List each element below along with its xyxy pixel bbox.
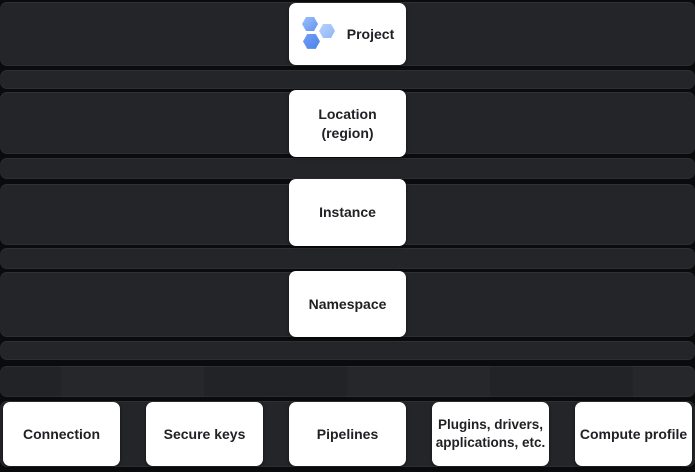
band-connector-project-location	[0, 70, 695, 89]
node-label: Pipelines	[316, 425, 379, 442]
node-namespace: Namespace	[289, 271, 406, 337]
node-label-line: applications, etc.	[435, 435, 546, 450]
node-label: Connection	[23, 425, 100, 442]
node-label: Plugins, drivers, applications, etc.	[436, 416, 546, 452]
node-label-line: Plugins, drivers,	[437, 417, 544, 432]
node-project: Project	[289, 3, 406, 65]
band-connector-namespace-children	[0, 341, 695, 360]
node-secure-keys: Secure keys	[146, 402, 263, 466]
node-location: Location (region)	[289, 90, 406, 157]
band-children-connector	[0, 366, 695, 397]
node-pipelines: Pipelines	[289, 402, 406, 466]
band-connector-instance-namespace	[0, 248, 695, 269]
node-compute-profile: Compute profile	[575, 402, 692, 466]
node-connection: Connection	[3, 402, 120, 466]
node-label: Namespace	[308, 295, 387, 312]
node-label: Location (region)	[318, 105, 376, 143]
node-label: Instance	[319, 204, 376, 220]
band-connector-location-instance	[0, 158, 695, 179]
node-label: Secure keys	[163, 425, 246, 442]
hexagon-cluster-icon	[301, 16, 337, 52]
node-instance: Instance	[289, 179, 406, 246]
node-label: Project	[346, 25, 395, 42]
node-label-line: (region)	[321, 124, 374, 141]
node-label: Compute profile	[579, 425, 688, 442]
node-label-line: Location	[318, 105, 377, 122]
node-plugins-drivers-applications: Plugins, drivers, applications, etc.	[432, 402, 549, 466]
